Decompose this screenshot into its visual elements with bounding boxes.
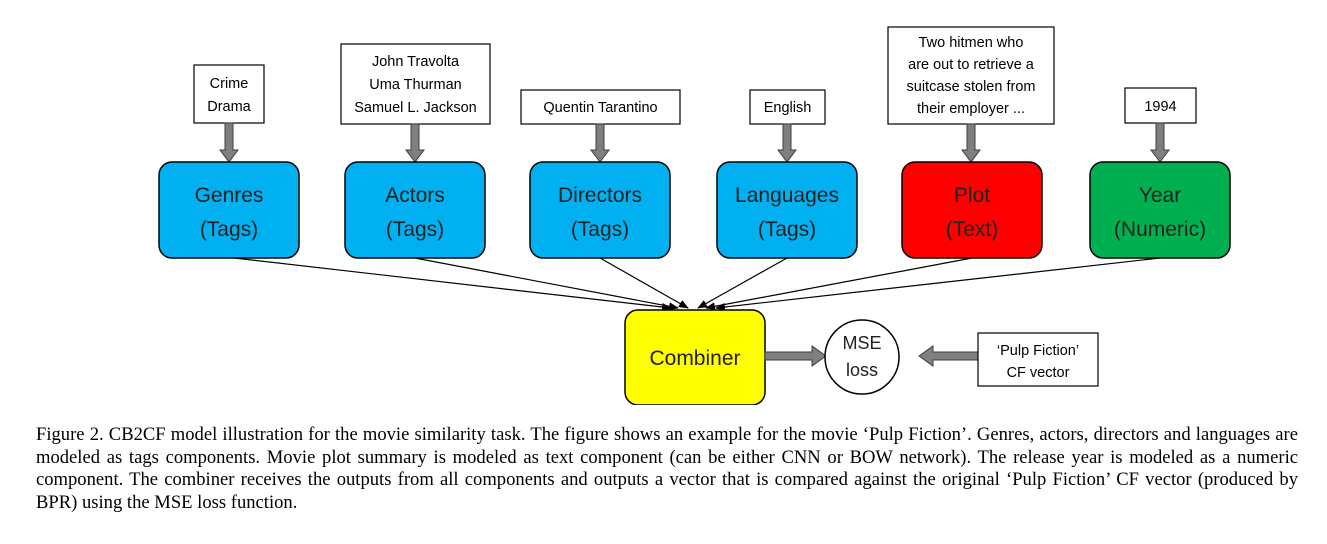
genres-input-line: Crime [210,76,249,92]
genres-input-line: Drama [207,99,251,115]
combiner-to-loss-arrow [764,345,827,367]
component-type: (Numeric) [1114,218,1206,241]
connector-arrow [414,257,679,311]
plot-input-line: are out to retrieve a [908,57,1035,73]
connector-arrow [715,257,1161,311]
input-arrows [219,122,1170,163]
plot-input-box: Two hitmen who are out to retrieve a sui… [887,26,1055,125]
actors-input-line: Samuel L. Jackson [354,100,477,116]
loss-label-line: loss [846,360,878,380]
plot-component: Plot (Text) [901,161,1043,259]
year-input-line: 1994 [1144,99,1176,115]
component-name: Directors [558,184,642,207]
target-label-line: CF vector [1007,365,1070,381]
component-type: (Tags) [758,218,816,241]
component-name: Languages [735,184,839,207]
block-arrow [590,123,610,163]
connector-arrow [705,257,973,311]
cb2cf-diagram: Crime Drama John Travolta Uma Thurman Sa… [158,26,1231,405]
directors-input-line: Quentin Tarantino [543,100,657,116]
mse-loss-node: MSE loss [824,319,900,395]
block-arrow [1150,122,1170,163]
component-name: Year [1139,184,1181,207]
target-cf-vector-box: ‘Pulp Fiction’ CF vector [977,332,1099,387]
component-type: (Tags) [200,218,258,241]
loss-label-line: MSE [842,333,881,353]
plot-input-line: suitcase stolen from [907,79,1036,95]
connector-arrow [599,257,689,309]
directors-input-box: Quentin Tarantino [520,89,681,125]
component-name: Genres [195,184,264,207]
plot-input-line: Two hitmen who [919,35,1024,51]
genres-component: Genres (Tags) [158,161,300,259]
languages-input-box: English [749,89,826,125]
block-arrow [961,123,981,163]
combiner-inputs [233,257,1161,311]
year-component: Year (Numeric) [1089,161,1231,259]
connector-arrow [233,257,672,311]
combiner-label: Combiner [649,347,740,370]
block-arrow [219,122,239,163]
component-type: (Tags) [571,218,629,241]
actors-input-box: John Travolta Uma Thurman Samuel L. Jack… [340,43,491,125]
genres-input-box: Crime Drama [193,64,265,124]
figure-caption: Figure 2. CB2CF model illustration for t… [36,424,1298,513]
actors-component: Actors (Tags) [344,161,486,259]
target-to-loss-arrow [918,345,979,367]
component-name: Actors [385,184,445,207]
combiner-box: Combiner [624,309,766,405]
languages-component: Languages (Tags) [716,161,858,259]
directors-component: Directors (Tags) [529,161,671,259]
plot-input-line: their employer ... [917,101,1025,117]
block-arrow [405,123,425,163]
actors-input-line: Uma Thurman [369,77,461,93]
connector-arrow [697,257,788,309]
block-arrow [777,123,797,163]
year-input-box: 1994 [1124,87,1197,124]
component-type: (Tags) [386,218,444,241]
target-label-line: ‘Pulp Fiction’ [997,343,1079,359]
actors-input-line: John Travolta [372,54,460,70]
component-type: (Text) [946,218,999,241]
component-name: Plot [954,184,990,207]
languages-input-line: English [764,100,812,116]
